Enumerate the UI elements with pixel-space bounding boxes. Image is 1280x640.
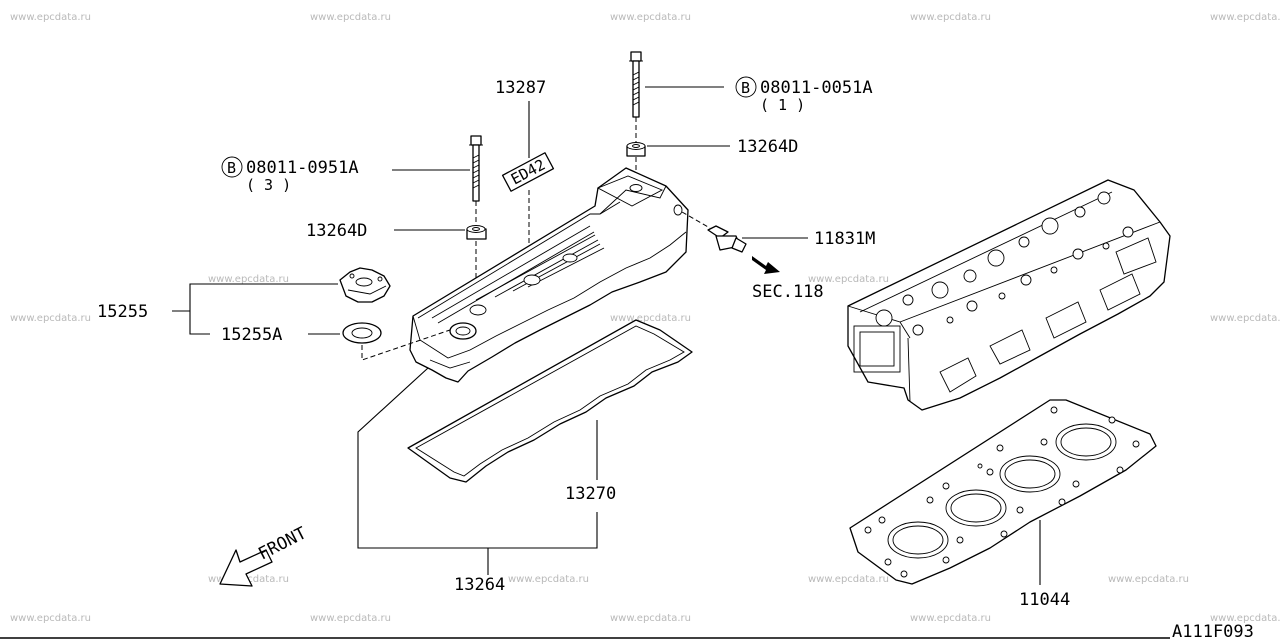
watermark: www.epcdata.ru — [508, 574, 589, 585]
cap-gasket-part — [342, 322, 382, 344]
part-number-cap-gasket: 15255A — [221, 325, 282, 345]
cover-gasket-part — [407, 319, 693, 483]
front-label: FRONT — [255, 523, 310, 564]
part-number-label-plate: 13287 — [495, 78, 546, 98]
watermark: www.epcdata.ru — [1210, 12, 1280, 23]
cap-dash-line — [361, 329, 451, 361]
qty-bolt-left: ( 3 ) — [246, 176, 291, 194]
bolt-prefix-badge: B — [227, 159, 236, 177]
part-number-washer-top: 13264D — [737, 137, 798, 157]
watermark: www.epcdata.ru — [808, 274, 889, 285]
bolt-top-part — [629, 51, 643, 188]
bolt-prefix-badge: B — [741, 79, 750, 97]
head-gasket-part — [849, 399, 1157, 585]
washer-left-part — [466, 225, 487, 240]
diagram-code: A111F093 — [1172, 622, 1254, 640]
sensor-part — [681, 211, 747, 253]
part-number-bolt-top: 08011-0051A — [760, 78, 873, 98]
part-number-washer-left: 13264D — [306, 221, 367, 241]
cylinder-head-part — [847, 179, 1171, 411]
watermark: www.epcdata.ru — [610, 12, 691, 23]
bolt-left-callout: B 08011-0951A ( 3 ) — [221, 156, 359, 194]
part-number-cover-gasket: 13270 — [565, 484, 616, 504]
watermark: www.epcdata.ru — [610, 613, 691, 624]
qty-bolt-top: ( 1 ) — [760, 96, 805, 114]
section-reference: SEC.118 — [752, 282, 824, 302]
watermark: www.epcdata.ru — [310, 613, 391, 624]
watermark: www.epcdata.ru — [10, 12, 91, 23]
washer-top-part — [626, 142, 646, 157]
watermark: www.epcdata.ru — [10, 613, 91, 624]
part-number-rocker-cover: 13264 — [454, 575, 505, 595]
watermark: www.epcdata.ru — [910, 613, 991, 624]
leader-cap-bracket — [189, 283, 338, 335]
watermark: www.epcdata.ru — [1108, 574, 1189, 585]
part-number-sensor: 11831M — [814, 229, 875, 249]
watermark: www.epcdata.ru — [310, 12, 391, 23]
part-number-head-gasket: 11044 — [1019, 590, 1070, 610]
sec-arrow-icon — [752, 256, 780, 274]
label-plate-text: ED42 — [508, 156, 548, 189]
watermark: www.epcdata.ru — [808, 574, 889, 585]
watermark: www.epcdata.ru — [208, 274, 289, 285]
label-plate-part: ED42 — [501, 152, 555, 192]
rocker-cover-part — [409, 167, 689, 383]
watermark: www.epcdata.ru — [1210, 613, 1280, 624]
front-arrow-icon — [219, 549, 273, 587]
watermark: www.epcdata.ru — [610, 313, 691, 324]
cap-part — [339, 267, 391, 303]
part-number-cap: 15255 — [97, 302, 148, 322]
watermark: www.epcdata.ru — [1210, 313, 1280, 324]
watermark: www.epcdata.ru — [910, 12, 991, 23]
watermark: www.epcdata.ru — [10, 313, 91, 324]
bolt-top-callout: B 08011-0051A ( 1 ) — [735, 76, 873, 114]
part-number-bolt-left: 08011-0951A — [246, 158, 359, 178]
leader-rocker-cover — [357, 367, 598, 549]
